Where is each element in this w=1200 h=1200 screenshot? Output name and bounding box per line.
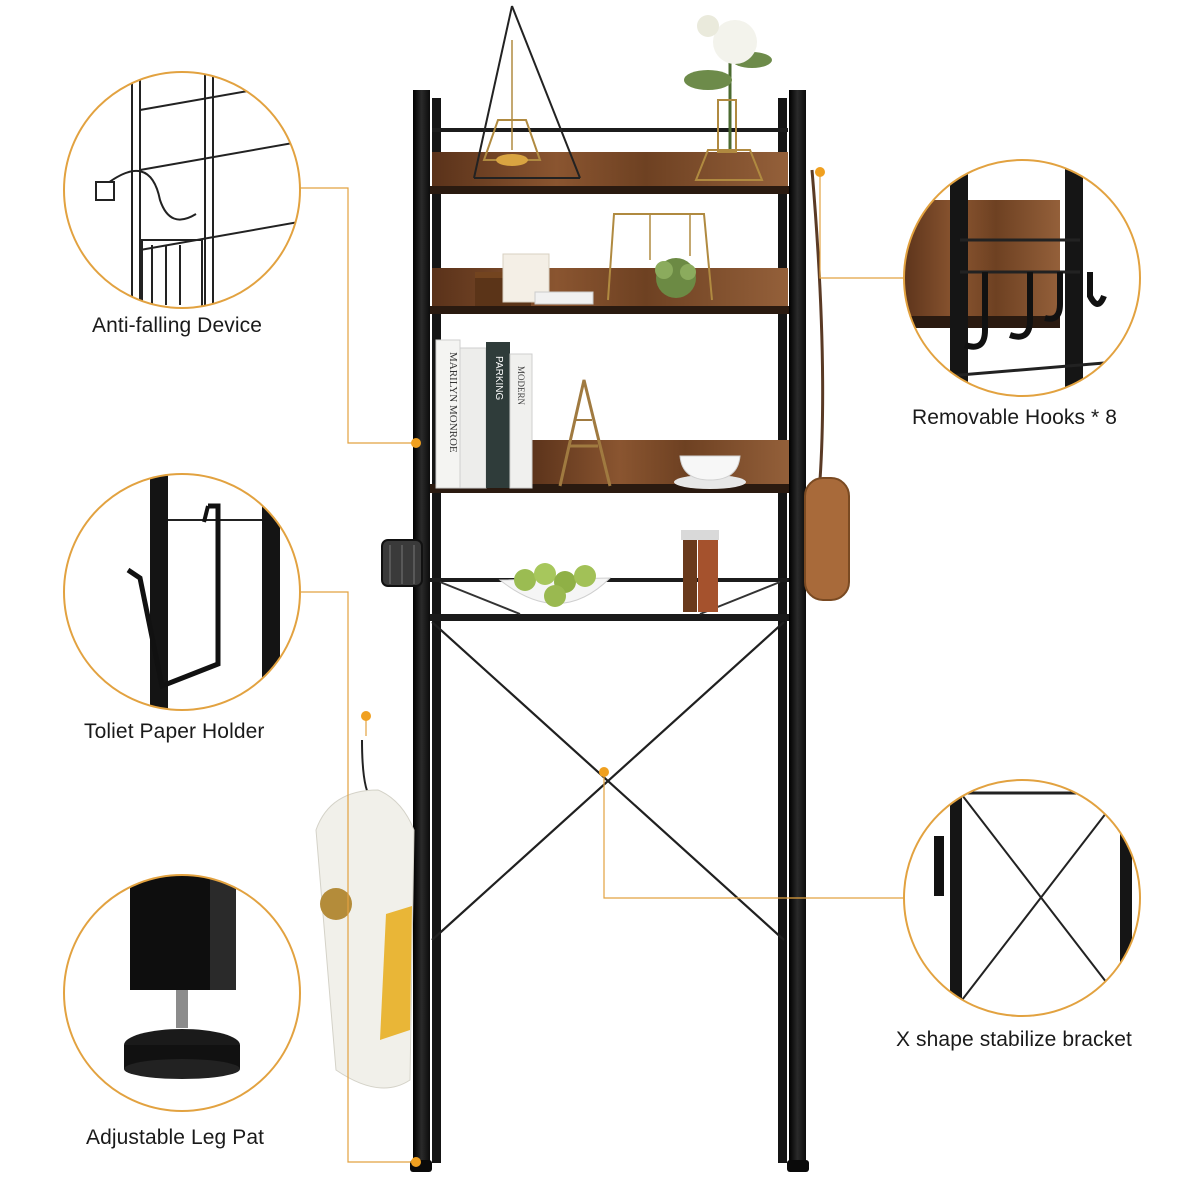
eiffel-tower-decor [558, 379, 612, 487]
label-removable-hooks: Removable Hooks * 8 [912, 406, 1117, 429]
hanging-rattan-bag [804, 169, 850, 601]
x-bracket [431, 621, 785, 941]
rack-front-right-post [789, 90, 806, 1170]
book-stack: MARILYN MONROE PARKING MODERN [435, 339, 533, 489]
label-anti-falling-device: Anti-falling Device [92, 314, 262, 337]
gold-rack-decor [607, 213, 713, 301]
third-shelf [430, 440, 790, 493]
grape-bowl-decor [498, 563, 612, 607]
label-adjustable-leg: Adjustable Leg Pat [86, 1126, 265, 1149]
hanging-basket [381, 539, 423, 587]
callout-dots [361, 167, 825, 1167]
spice-jars-decor [681, 530, 719, 612]
hanging-tote-bag [315, 739, 415, 1089]
label-x-bracket: X shape stabilize bracket [896, 1028, 1132, 1051]
book-title-1: MARILYN MONROE [447, 352, 459, 453]
storage-rack: MARILYN MONROE PARKING MODERN [315, 5, 850, 1172]
callout-connectors [300, 172, 904, 1163]
rack-back-left-post [432, 98, 441, 1163]
book-title-2: PARKING [493, 356, 504, 400]
book-title-3: MODERN [516, 366, 526, 406]
flower-vase-decor [684, 15, 772, 181]
pyramid-decor [473, 5, 581, 179]
paper-stack-decor [534, 291, 594, 305]
anti-falling-device-detail [63, 71, 301, 309]
mesh-shelf [425, 578, 803, 621]
cup-and-saucer-decor [674, 455, 746, 489]
x-bracket-detail [903, 779, 1141, 1017]
label-toilet-paper-holder: Toliet Paper Holder [84, 720, 265, 743]
top-shelf [430, 128, 790, 194]
rack-back-right-post [778, 98, 787, 1163]
rack-front-left-post [413, 90, 430, 1170]
adjustable-leg-detail [63, 874, 301, 1112]
toilet-paper-holder-detail [63, 473, 301, 711]
removable-hooks-detail [903, 159, 1141, 397]
